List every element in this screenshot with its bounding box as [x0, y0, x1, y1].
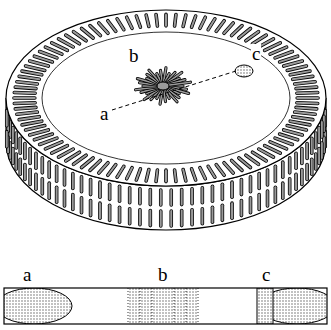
central-pore-field — [136, 68, 191, 104]
cross-section-fill — [4, 288, 327, 324]
part-label: c — [251, 44, 261, 63]
inner-area — [42, 32, 290, 164]
part-label: b — [157, 265, 169, 284]
cross-section-outline — [4, 288, 327, 324]
disk-top — [6, 10, 326, 186]
top-ridges — [14, 14, 318, 181]
part-label: c — [261, 265, 271, 284]
small-pore — [235, 65, 253, 77]
section-line — [112, 71, 236, 110]
part-label: a — [99, 104, 109, 123]
part-label: b — [128, 46, 140, 65]
part-label: a — [22, 265, 32, 284]
